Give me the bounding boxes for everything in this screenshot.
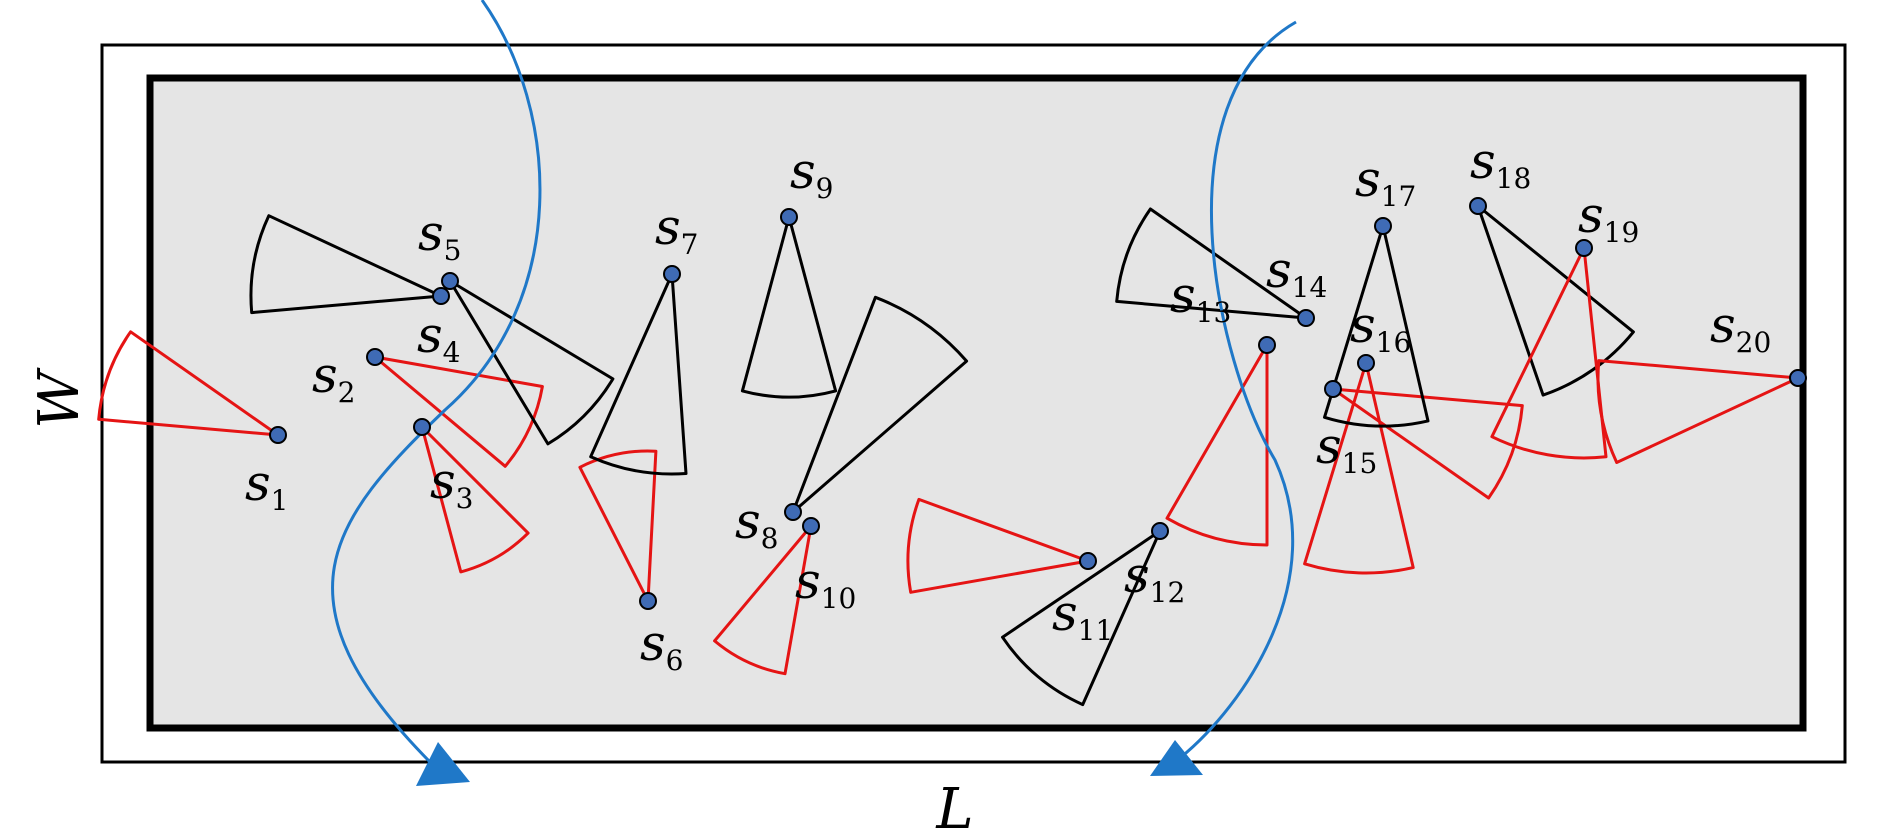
sensor-s11 [1079, 552, 1097, 570]
sector-s7 [589, 272, 688, 476]
sector-s19 [1490, 246, 1608, 460]
sensor-label-subscript: 12 [1150, 576, 1186, 609]
sensor-label-subscript: 17 [1381, 180, 1417, 213]
sensor-label-subscript: 19 [1604, 216, 1640, 249]
sensor-label-subscript: 14 [1292, 271, 1328, 304]
sector-s13 [1165, 343, 1269, 547]
sector-s17 [1323, 224, 1430, 428]
sector-s15 [1331, 387, 1524, 500]
trajectory-left [331, 0, 542, 764]
sensor-label-subscript: 20 [1736, 326, 1772, 359]
sensor-label-subscript: 11 [1078, 614, 1114, 647]
axis-label-length: L [935, 777, 973, 836]
sector-s3 [420, 425, 530, 574]
sensor-label-subscript: 9 [816, 172, 834, 205]
sensor-s13 [1258, 336, 1276, 354]
sensor-label-s3: s3 [430, 452, 474, 515]
monitoring-field [146, 74, 1807, 732]
sector-s5 [448, 279, 615, 446]
sensor-s18 [1469, 197, 1487, 215]
sensor-label-subscript: 2 [338, 376, 356, 409]
sensor-label-subscript: 10 [821, 582, 857, 615]
sensor-label-subscript: 8 [761, 522, 779, 555]
sensor-label-subscript: 18 [1496, 162, 1532, 195]
axis-label-width: W [27, 367, 92, 429]
sector-s1 [97, 330, 280, 437]
sector-s16 [1303, 361, 1415, 575]
sector-s9 [740, 215, 838, 399]
sensor-s9 [780, 208, 798, 226]
sensor-s20 [1789, 369, 1807, 387]
sensor-label-subscript: 6 [666, 644, 684, 677]
sensor-s7 [663, 265, 681, 283]
sensor-label-s6: s6 [640, 614, 684, 677]
trajectory-right [1179, 20, 1297, 760]
sensor-s10 [802, 517, 820, 535]
sensor-s12 [1151, 522, 1169, 540]
sensor-label-subscript: 13 [1196, 296, 1232, 329]
trajectory-right-arrowhead [1150, 740, 1203, 776]
sector-s11 [906, 497, 1090, 594]
sensor-s15 [1324, 380, 1342, 398]
sector-s14 [1115, 207, 1308, 320]
sensor-label-subscript: 5 [444, 234, 462, 267]
sensor-s19 [1575, 239, 1593, 257]
sector-s12 [1001, 529, 1162, 707]
sensor-s1 [269, 426, 287, 444]
sector-s6 [578, 449, 658, 603]
sensor-label-subscript: 7 [681, 228, 699, 261]
sensor-s17 [1374, 217, 1392, 235]
sensor-label-subscript: 4 [443, 336, 461, 369]
sensor-s8 [784, 503, 802, 521]
sector-s2 [373, 355, 544, 468]
sensor-label-subscript: 16 [1376, 326, 1412, 359]
trajectory-left-arrowhead [416, 742, 470, 786]
sensor-s2 [366, 348, 384, 366]
sensor-label-subscript: 15 [1342, 447, 1378, 480]
sector-s10 [713, 524, 813, 676]
sector-s4 [249, 214, 443, 315]
sensor-s4 [432, 287, 450, 305]
sensor-s16 [1357, 354, 1375, 372]
sensor-label-subscript: 1 [271, 484, 289, 517]
sector-s18 [1476, 204, 1635, 397]
sector-s20 [1596, 359, 1800, 464]
sensor-label-s9: s9 [790, 142, 834, 205]
sensor-label-subscript: 3 [456, 482, 474, 515]
sensor-s14 [1297, 309, 1315, 327]
sensing-sectors [97, 204, 1800, 707]
sensor-s6 [639, 592, 657, 610]
sensor-nodes [269, 197, 1807, 610]
sensor-s3 [413, 418, 431, 436]
sector-s8 [791, 295, 969, 514]
intruder-trajectories [331, 0, 1297, 786]
sensor-s5 [441, 272, 459, 290]
